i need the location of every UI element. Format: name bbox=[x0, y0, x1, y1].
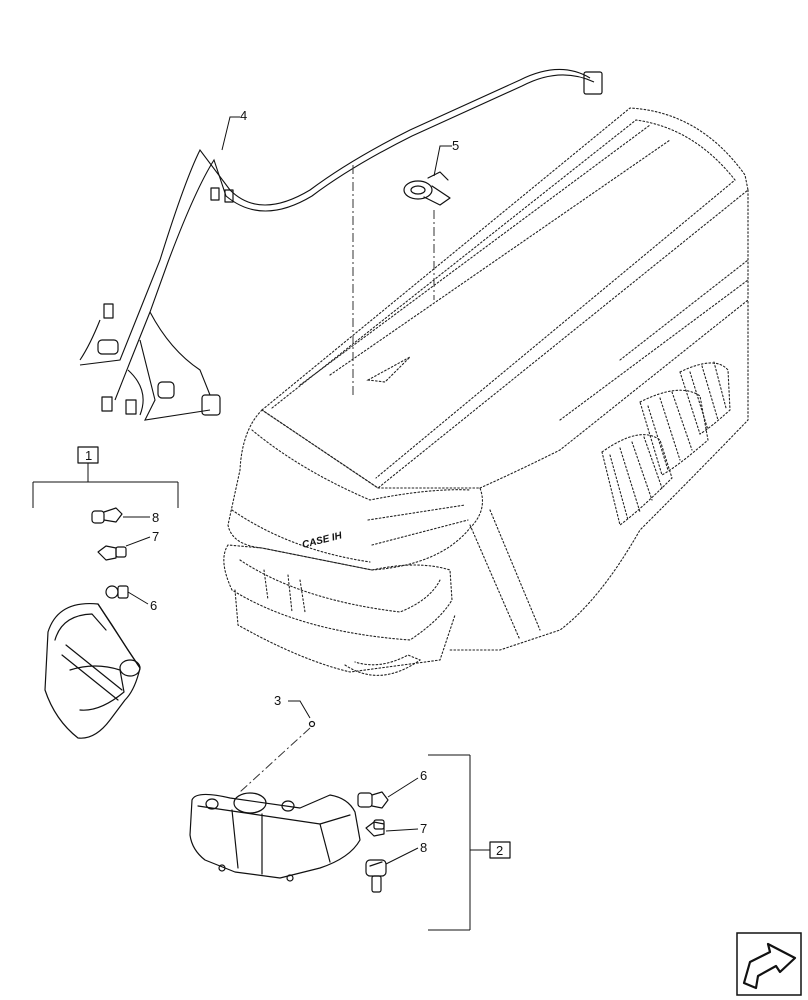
hood-logo: CASE IH bbox=[301, 530, 344, 551]
bulb-7-upper bbox=[97, 545, 127, 561]
cable-clip bbox=[403, 171, 451, 206]
callout-7-upper: 7 bbox=[152, 529, 159, 544]
bulb-8-lower bbox=[365, 859, 387, 893]
bulb-6-lower bbox=[357, 791, 389, 809]
kit-label-2: 2 bbox=[496, 843, 503, 858]
callout-6-lower: 6 bbox=[420, 768, 427, 783]
headlamp-right bbox=[189, 792, 361, 882]
callout-4: 4 bbox=[240, 108, 247, 123]
callout-6-upper: 6 bbox=[150, 598, 157, 613]
callout-8-upper: 8 bbox=[152, 510, 159, 525]
callout-3: 3 bbox=[274, 693, 281, 708]
headlamp-left bbox=[44, 602, 141, 739]
callout-8-lower: 8 bbox=[420, 840, 427, 855]
callout-5: 5 bbox=[452, 138, 459, 153]
kit-label-1: 1 bbox=[85, 448, 92, 463]
callout-7-lower: 7 bbox=[420, 821, 427, 836]
bulb-7-lower bbox=[365, 819, 385, 837]
wiring-harness bbox=[79, 68, 603, 421]
bulb-8-upper bbox=[91, 507, 123, 524]
tractor-hood bbox=[223, 107, 749, 676]
next-page-arrow-icon[interactable] bbox=[736, 932, 802, 996]
bulb-6-upper bbox=[105, 585, 129, 599]
side-vents bbox=[601, 361, 731, 526]
screw-3 bbox=[308, 720, 316, 728]
